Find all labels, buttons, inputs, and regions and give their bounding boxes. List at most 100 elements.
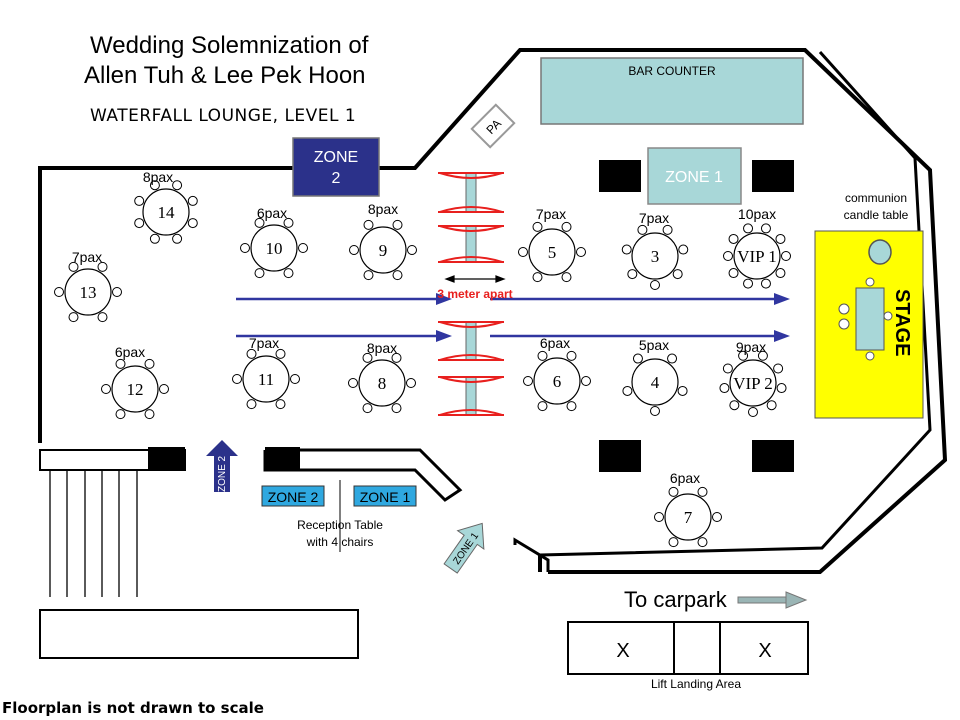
reception-label2: with 4 chairs — [306, 535, 374, 549]
table-circle — [358, 359, 406, 407]
table-number: 14 — [158, 203, 176, 222]
lift-x1: X — [616, 640, 629, 662]
chair — [290, 374, 300, 384]
chair — [773, 363, 784, 374]
table-pax: 6pax — [540, 335, 570, 351]
tables: 148pax106pax98pax137pax126pax117pax88pax… — [54, 169, 791, 548]
aisle-divider — [438, 225, 504, 263]
chair — [743, 223, 754, 234]
chair — [748, 407, 758, 417]
chair — [566, 401, 577, 412]
chair — [363, 219, 374, 230]
table-circle — [631, 358, 679, 406]
table-circle — [359, 226, 407, 274]
chair — [232, 374, 242, 384]
table-number: 5 — [548, 243, 557, 262]
chair — [391, 352, 402, 363]
chair — [760, 223, 771, 234]
chair — [187, 218, 198, 229]
chair — [283, 217, 294, 228]
chair — [722, 363, 733, 374]
reception-zone1 — [353, 485, 417, 507]
chair — [363, 270, 374, 281]
chair — [719, 383, 730, 394]
chair — [159, 384, 169, 394]
chair — [729, 400, 740, 411]
table-number: 3 — [651, 247, 660, 266]
chair — [566, 350, 577, 361]
chair — [134, 195, 145, 206]
table-pax: 8pax — [367, 340, 397, 356]
chair — [518, 247, 528, 257]
table-circle — [733, 232, 781, 280]
table-14: 14 8pax — [134, 169, 198, 244]
chair — [776, 383, 787, 394]
chair — [68, 261, 79, 272]
bottom-block — [39, 609, 359, 659]
title-line2: Allen Tuh & Lee Pek Hoon — [84, 62, 366, 89]
chair — [532, 272, 543, 283]
zone2-main-label2: 2 — [332, 170, 341, 187]
aisle-divider — [438, 321, 504, 361]
chair — [712, 512, 722, 522]
zone1-entry-arrow: ZONE 1 — [443, 522, 485, 574]
distance-marker — [444, 275, 506, 283]
chair — [728, 233, 739, 244]
chair — [697, 537, 708, 548]
zone2-main-label1: ZONE — [314, 149, 358, 166]
chair — [697, 486, 708, 497]
table-circle — [250, 224, 298, 272]
chair — [677, 385, 688, 396]
candle-table — [868, 239, 892, 265]
chair — [576, 247, 586, 257]
chair — [362, 403, 373, 414]
zone1-main-label: ZONE 1 — [665, 169, 723, 186]
chair — [68, 312, 79, 323]
chair — [362, 352, 373, 363]
chair — [54, 287, 64, 297]
chair — [757, 350, 768, 361]
table-pax: 8pax — [143, 169, 173, 185]
chair — [406, 378, 416, 388]
zone2-entry-arrow: ZONE 2 — [206, 440, 238, 492]
chair — [723, 251, 733, 261]
chair — [775, 268, 786, 279]
chair — [523, 376, 533, 386]
zone2-main — [292, 137, 380, 197]
chair — [144, 409, 155, 420]
table-pax: 6pax — [257, 205, 287, 221]
stage — [814, 230, 924, 419]
title-line1: Wedding Solemnization of — [90, 32, 369, 59]
carpark-arrow — [737, 591, 808, 609]
table-circle — [528, 228, 576, 276]
table-number: 6 — [553, 372, 562, 391]
table-circle — [533, 357, 581, 405]
table-number: 7 — [684, 508, 693, 527]
chair — [650, 280, 660, 290]
lift-x2: X — [758, 640, 771, 662]
table-circle — [111, 365, 159, 413]
table-pax: 10pax — [738, 206, 776, 222]
chair — [561, 221, 572, 232]
entry-corner — [513, 537, 550, 572]
chair — [246, 348, 257, 359]
chair — [115, 358, 126, 369]
chair — [283, 268, 294, 279]
chair — [112, 287, 122, 297]
scale-note: Floorplan is not drawn to scale — [2, 699, 264, 717]
table-pax: 7pax — [72, 249, 102, 265]
chair — [172, 180, 183, 191]
stage-chairs — [838, 277, 893, 361]
chair — [781, 251, 791, 261]
chair — [97, 261, 108, 272]
chair — [298, 243, 308, 253]
chair — [240, 243, 250, 253]
